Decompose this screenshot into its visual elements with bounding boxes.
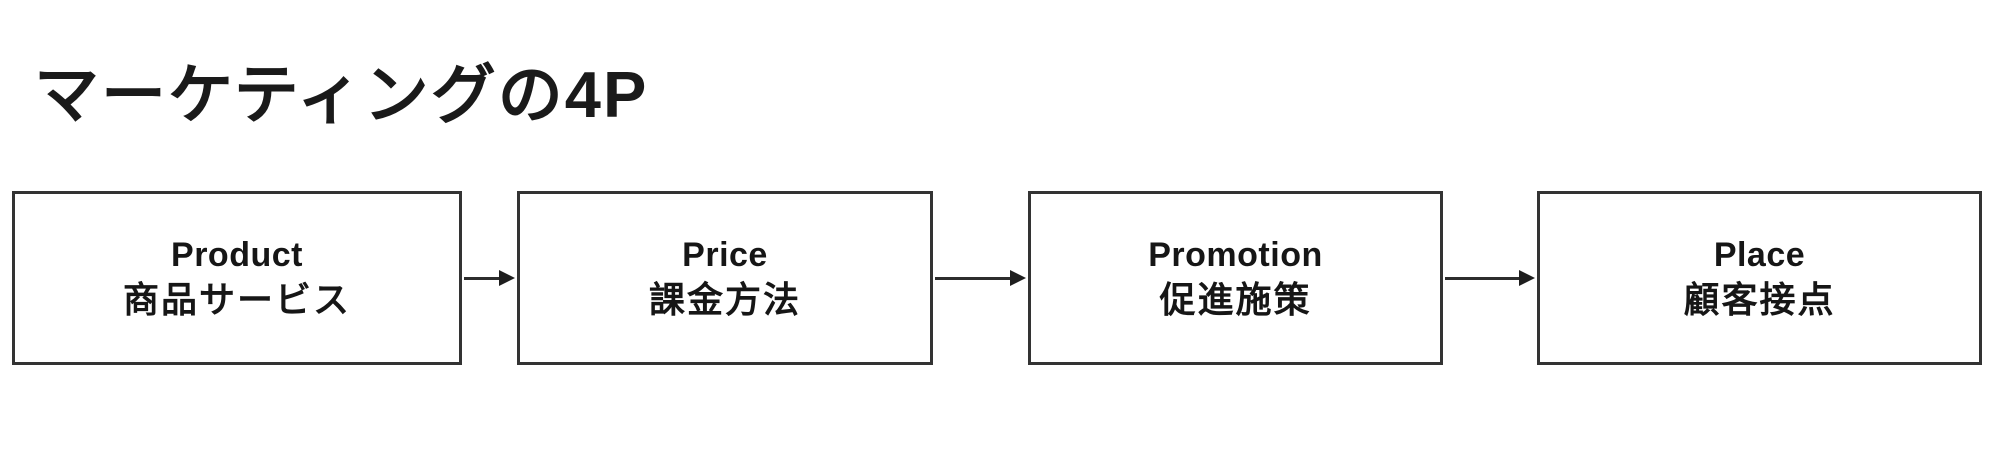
- arrow-head: [1519, 270, 1535, 286]
- flow-node-product: Product 商品サービス: [12, 191, 462, 365]
- flow-node-promotion: Promotion 促進施策: [1028, 191, 1443, 365]
- node-price-label-ja: 課金方法: [648, 278, 801, 320]
- node-place-label-ja: 顧客接点: [1683, 278, 1836, 320]
- node-place-label-en: Place: [1713, 235, 1806, 274]
- page-title: マーケティングの4P: [34, 58, 649, 131]
- node-product-label-en: Product: [171, 235, 303, 274]
- arrow-right-icon: [1443, 191, 1537, 365]
- node-promotion-label-en: Promotion: [1148, 235, 1323, 274]
- arrow-right-icon: [933, 191, 1028, 365]
- arrow-head: [499, 270, 515, 286]
- arrow-shaft: [464, 276, 499, 280]
- arrow-shaft: [1445, 276, 1519, 280]
- node-price-label-en: Price: [682, 235, 768, 274]
- arrow-shaft: [935, 276, 1010, 280]
- node-product-label-ja: 商品サービス: [122, 278, 351, 320]
- node-promotion-label-ja: 促進施策: [1159, 278, 1312, 320]
- flow-node-price: Price 課金方法: [517, 191, 933, 365]
- arrow-head: [1010, 270, 1026, 286]
- flow-node-place: Place 顧客接点: [1537, 191, 1982, 365]
- arrow-right-icon: [462, 191, 517, 365]
